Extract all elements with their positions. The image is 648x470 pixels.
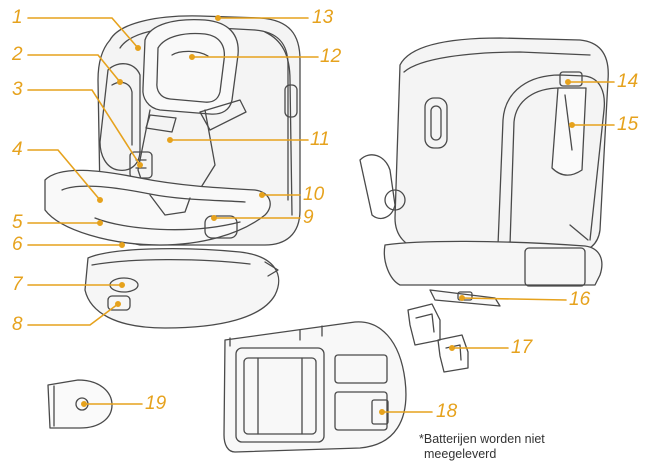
leader-dot-8 bbox=[115, 300, 122, 307]
callout-18: 18 bbox=[436, 401, 458, 422]
battery-cover bbox=[47, 379, 113, 429]
side-pad-handle bbox=[284, 84, 298, 118]
isofix-arm-button bbox=[457, 291, 473, 301]
leader-dot-7 bbox=[119, 281, 126, 288]
seat-side-wing bbox=[264, 31, 293, 216]
tether-strap-detail bbox=[564, 94, 573, 151]
leader-line-16 bbox=[461, 297, 567, 301]
leader-line-3 bbox=[27, 89, 141, 166]
callout-14: 14 bbox=[617, 71, 639, 92]
leader-dot-3 bbox=[137, 162, 144, 169]
bottom-leg-detail bbox=[257, 357, 303, 435]
leader-dot-16 bbox=[458, 294, 465, 301]
base-bottom-view bbox=[223, 321, 407, 453]
leader-line-4 bbox=[27, 149, 101, 201]
leader-dot-11 bbox=[167, 137, 174, 144]
leader-dot-18 bbox=[378, 408, 385, 415]
headrest-inner bbox=[156, 32, 226, 103]
headrest-contour bbox=[171, 50, 209, 57]
leader-line-8 bbox=[27, 303, 119, 326]
seat-cushion bbox=[44, 169, 271, 246]
leader-dot-14 bbox=[564, 79, 571, 86]
strap-guide bbox=[569, 224, 589, 241]
leader-dot-1 bbox=[135, 44, 142, 51]
callout-6: 6 bbox=[12, 234, 23, 255]
callout-13: 13 bbox=[312, 7, 334, 28]
callout-11: 11 bbox=[310, 129, 330, 150]
left-side-cushion bbox=[99, 63, 141, 171]
car-seat-front-view bbox=[44, 15, 301, 329]
isofix-connector-top bbox=[407, 303, 441, 346]
base-button bbox=[107, 295, 131, 311]
bottom-ribs bbox=[229, 325, 323, 347]
front-rim bbox=[94, 217, 241, 231]
leader-dot-5 bbox=[97, 220, 104, 227]
callout-4: 4 bbox=[12, 139, 23, 160]
callout-3: 3 bbox=[12, 79, 23, 100]
buckle-area bbox=[149, 194, 191, 216]
leader-dot-10 bbox=[258, 192, 265, 199]
belt-guide-slot bbox=[424, 97, 448, 149]
headrest bbox=[142, 18, 239, 115]
callout-2: 2 bbox=[12, 44, 23, 65]
leader-dot-12 bbox=[189, 53, 196, 60]
callout-5: 5 bbox=[12, 212, 23, 233]
battery-footnote: *Batterijen worden niet meegeleverd bbox=[419, 432, 545, 462]
isofix-connector-top-inner bbox=[415, 313, 435, 333]
seat-cushion-inner bbox=[61, 185, 246, 203]
bottom-leg-frame bbox=[235, 347, 325, 443]
leader-dot-17 bbox=[448, 344, 455, 351]
callout-12: 12 bbox=[320, 46, 342, 67]
side-cushion-back-view bbox=[359, 154, 396, 219]
leader-dot-13 bbox=[215, 15, 222, 22]
callout-19: 19 bbox=[145, 393, 167, 414]
leader-dot-19 bbox=[81, 400, 88, 407]
callout-8: 8 bbox=[12, 314, 23, 335]
side-pocket bbox=[204, 215, 238, 239]
leader-line-1 bbox=[27, 17, 139, 49]
left-wing-inner bbox=[111, 81, 133, 146]
shoulder-pad-right bbox=[199, 99, 247, 131]
isofix-connector-bottom bbox=[437, 334, 469, 373]
back-view-base bbox=[383, 240, 603, 286]
callout-16: 16 bbox=[569, 289, 591, 310]
callout-9: 9 bbox=[303, 207, 314, 228]
side-cushion-knob bbox=[384, 189, 406, 211]
base-upper-edge bbox=[91, 258, 251, 266]
car-seat-back-view bbox=[359, 37, 609, 287]
footnote-line-2: meegeleverd bbox=[424, 447, 497, 461]
recline-lever bbox=[264, 261, 279, 277]
rotating-base bbox=[84, 247, 280, 329]
belt-guide-slot-inner bbox=[430, 105, 442, 141]
callout-15: 15 bbox=[617, 114, 639, 135]
base-foot-panel bbox=[524, 247, 586, 287]
back-shell-top-edge bbox=[403, 51, 591, 73]
leader-line-2 bbox=[27, 54, 121, 83]
callout-17: 17 bbox=[511, 337, 533, 358]
callout-1: 1 bbox=[12, 7, 23, 28]
leader-dot-15 bbox=[568, 122, 575, 129]
leader-dot-4 bbox=[97, 197, 104, 204]
footnote-line-1: *Batterijen worden niet bbox=[419, 432, 545, 446]
bottom-slot-bottom bbox=[334, 391, 388, 431]
bottom-leg-inner bbox=[243, 357, 317, 435]
tether-buckle bbox=[559, 71, 583, 87]
bottom-slot-top bbox=[334, 354, 388, 384]
leader-dot-6 bbox=[119, 242, 126, 249]
battery-cover-part bbox=[47, 379, 113, 429]
callout-7: 7 bbox=[12, 274, 23, 295]
isofix-parts bbox=[407, 289, 501, 373]
leader-dot-2 bbox=[117, 79, 124, 86]
callout-10: 10 bbox=[303, 184, 325, 205]
leader-dot-9 bbox=[211, 215, 218, 222]
shoulder-pad-left bbox=[145, 114, 177, 133]
